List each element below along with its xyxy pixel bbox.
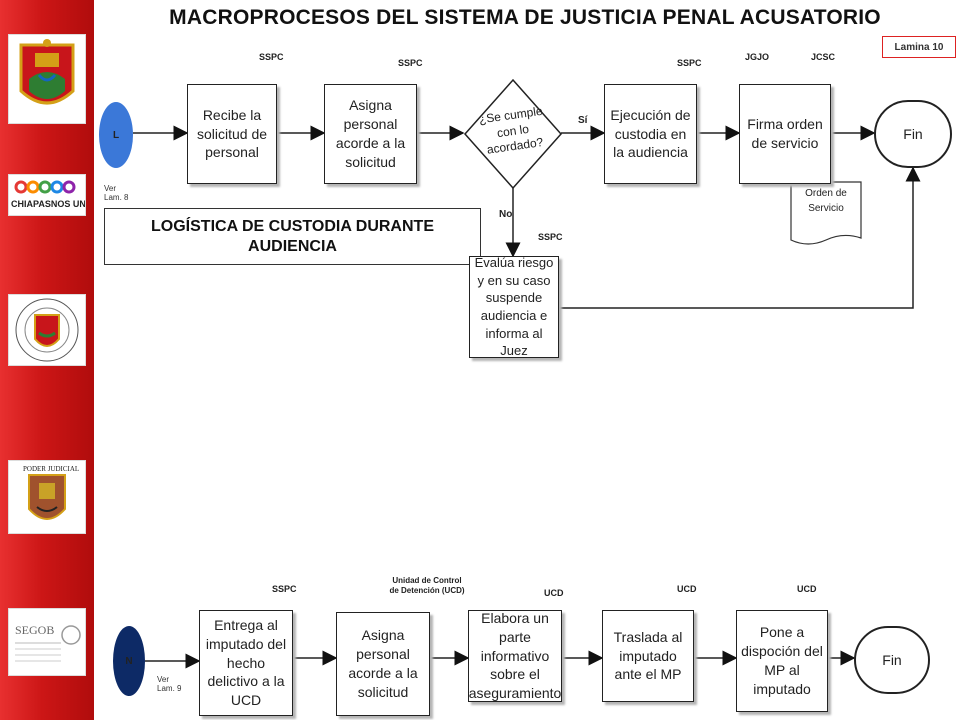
step-elabora-parte: Elabora un parte informativo sobre el as…: [468, 609, 562, 702]
poder-judicial-logo: PODER JUDICIAL: [8, 460, 86, 534]
actor-sspc-1: SSPC: [259, 52, 284, 62]
actor-sspc-b1: SSPC: [272, 584, 297, 594]
page-title: MACROPROCESOS DEL SISTEMA DE JUSTICIA PE…: [169, 6, 881, 29]
chiapas-nos-une-logo: CHIAPASNOS UNE: [8, 174, 86, 216]
actor-ucd-b4: UCD: [677, 584, 697, 594]
label-yes: Sí: [578, 115, 588, 126]
arrow-s5-to-fin: [559, 166, 921, 309]
label-no: No: [499, 209, 513, 220]
step-entrega-imputado: Entrega al imputado del hecho delictivo …: [199, 610, 293, 716]
chiapas-coat-of-arms-logo: [8, 34, 86, 124]
section-subtitle: LOGÍSTICA DE CUSTODIA DURANTE AUDIENCIA: [104, 208, 481, 265]
actor-sspc-2: SSPC: [398, 58, 423, 68]
document-orden-servicio: Orden de Servicio: [805, 188, 847, 214]
step-asigna-personal-ucd: Asigna personal acorde a la solicitud: [336, 612, 430, 716]
sidebar: CHIAPASNOS UNE PODER JUDICIAL SEGOB: [0, 0, 94, 720]
step-pone-disposicion: Pone a dispoción del MP al imputado: [736, 610, 828, 712]
step-firma-orden: Firma orden de servicio: [739, 84, 831, 184]
actor-ucd-b5: UCD: [797, 584, 817, 594]
decision-diamond: [463, 78, 563, 190]
actor-ucd-b3: UCD: [544, 588, 564, 598]
end-fin-bottom-label: Fin: [882, 652, 902, 668]
step-ejecucion-custodia: Ejecución de custodia en la audiencia: [604, 84, 697, 184]
poder-judicial-text: PODER JUDICIAL: [23, 465, 80, 473]
connector-n: N: [113, 626, 145, 696]
step-recibe-solicitud: Recibe la solicitud de personal: [187, 84, 277, 184]
actor-sspc-3: SSPC: [677, 58, 702, 68]
step-asigna-personal: Asigna personal acorde a la solicitud: [324, 84, 417, 184]
actor-jgjo: JGJO: [745, 52, 770, 62]
actor-jcsc: JCSC: [811, 52, 836, 62]
connector-n-label: N: [125, 655, 133, 667]
actor-sspc-4: SSPC: [538, 232, 563, 242]
ref-lam-8: Ver Lam. 8: [104, 184, 129, 203]
end-fin-top-label: Fin: [903, 126, 923, 142]
chiapas-nos-une-text: CHIAPASNOS UNE: [11, 199, 86, 209]
lamina-badge: Lamina 10: [882, 36, 956, 58]
connector-l: L: [99, 102, 133, 168]
ref-lam-9: Ver Lam. 9: [157, 675, 182, 694]
step-traslada-imputado: Traslada al imputado ante el MP: [602, 610, 694, 702]
segob-text: SEGOB: [15, 623, 55, 637]
segob-logo: SEGOB: [8, 608, 86, 676]
step-evalua-riesgo: Evalúa riesgo y en su caso suspende audi…: [469, 255, 559, 358]
orden-servicio-document-shape: [790, 181, 862, 245]
end-fin-bottom: Fin: [854, 626, 930, 694]
connector-l-label: L: [112, 129, 120, 141]
congreso-chiapas-seal-logo: [8, 294, 86, 366]
actor-ucd-b2: Unidad de Control de Detención (UCD): [389, 576, 465, 596]
end-fin-top: Fin: [874, 100, 952, 168]
